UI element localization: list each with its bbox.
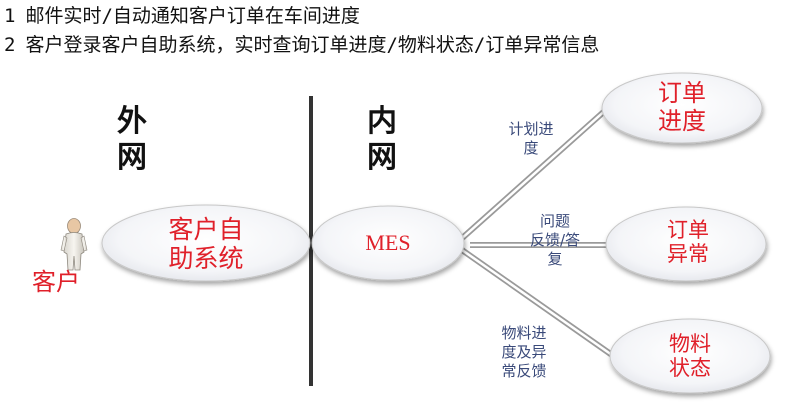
edge-label-line: 度 (523, 139, 539, 157)
material-status-line: 物料 (669, 332, 711, 356)
order-exception-line: 订单 (667, 218, 709, 242)
order-progress-node (601, 72, 763, 144)
edge-label-line: 计划进 (508, 120, 554, 138)
self-service-text: 客户自 助系统 (136, 215, 276, 274)
edge-label-line: 复 (547, 250, 563, 268)
note-text: 客户登录客户自助系统，实时查询订单进度/物料状态/订单异常信息 (25, 34, 600, 56)
note-line-2: 2 客户登录客户自助系统，实时查询订单进度/物料状态/订单异常信息 (4, 31, 599, 60)
connector-mes-to-material-status (460, 247, 614, 358)
order-exception-line: 异常 (667, 242, 709, 267)
self-service-line: 助系统 (168, 243, 244, 273)
note-text: 邮件实时/自动通知客户订单在车间进度 (25, 5, 360, 27)
person-icon (60, 218, 88, 271)
inner-network-char: 内 (367, 104, 397, 139)
mes-label: MES (365, 230, 411, 255)
edge-label-line: 问题 (539, 212, 570, 230)
notes-block: 1 邮件实时/自动通知客户订单在车间进度 2 客户登录客户自助系统，实时查询订单进度… (4, 2, 599, 60)
material-status-line: 状态 (669, 356, 711, 381)
note-number: 2 (4, 34, 16, 56)
outer-network-label: 外 网 (112, 104, 152, 176)
mes-node (311, 205, 465, 281)
edge-label-line: 反馈/答 (529, 231, 581, 249)
connector-mes-to-order-progress (458, 105, 610, 243)
issue-feedback-label: 问题 反馈/答 复 (510, 212, 600, 269)
mes-text: MES (342, 230, 434, 255)
customer-label: 客户 (32, 268, 80, 296)
order-progress-line: 进度 (658, 106, 706, 135)
order-exception-text: 订单 异常 (640, 218, 736, 266)
material-feedback-label: 物料进 度及异 常反馈 (482, 324, 566, 381)
order-progress-line: 订单 (658, 79, 706, 107)
inner-network-label: 内 网 (362, 104, 402, 176)
note-number: 1 (4, 5, 16, 27)
edge-label-line: 物料进 (501, 324, 547, 342)
order-exception-node (605, 206, 767, 282)
order-progress-text: 订单 进度 (632, 79, 732, 135)
material-status-node (609, 318, 771, 394)
material-status-text: 物料 状态 (642, 332, 738, 380)
edge-label-line: 常反馈 (501, 362, 547, 380)
self-service-node (101, 204, 311, 282)
inner-network-char: 网 (367, 140, 397, 175)
plan-progress-label: 计划进 度 (492, 120, 570, 158)
outer-network-char: 网 (117, 140, 147, 175)
edge-label-line: 度及异 (501, 343, 547, 361)
note-line-1: 1 邮件实时/自动通知客户订单在车间进度 (4, 2, 599, 31)
self-service-line: 客户自 (168, 215, 244, 244)
outer-network-char: 外 (117, 104, 147, 139)
